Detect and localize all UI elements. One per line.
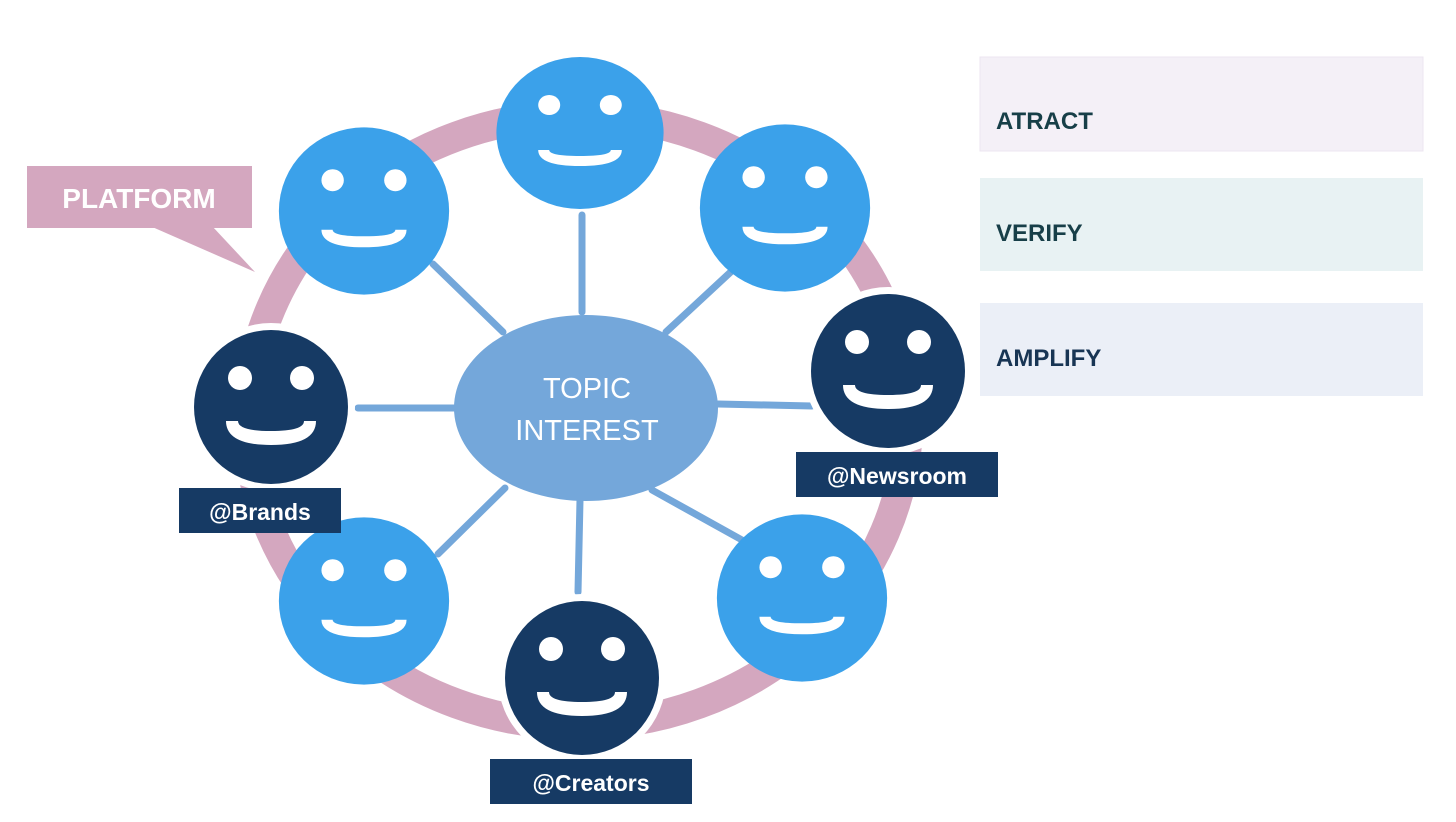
stage-label-verify: VERIFY [996, 220, 1083, 247]
center-label-line1: TOPIC [543, 373, 631, 405]
newsroom-label: @Newsroom [827, 463, 967, 489]
creators-handle: @Creators [490, 759, 692, 804]
spoke-bottom [574, 496, 584, 596]
platform-label: PLATFORM [62, 183, 215, 214]
smiley-face-icon [278, 127, 450, 295]
stage-panel-amplify: AMPLIFY [980, 303, 1423, 396]
smiley-face-icon [716, 514, 888, 682]
newsroom-handle: @Newsroom [796, 452, 998, 497]
stage-label-atract: ATRACT [996, 108, 1093, 135]
platform-callout-box [27, 166, 252, 228]
stage-label-amplify: AMPLIFY [996, 345, 1101, 372]
smiley-face-icon [496, 57, 664, 209]
stage-panel-verify: VERIFY [980, 178, 1423, 271]
brands-label: @Brands [209, 499, 311, 525]
spoke-bottom-right [648, 486, 746, 544]
spoke-top-left [429, 260, 507, 336]
spoke-right [714, 400, 816, 410]
spokes [354, 211, 816, 596]
brands-handle: @Brands [179, 488, 341, 533]
smiley-face-icon [187, 323, 355, 491]
topic-interest-node: TOPIC INTEREST [454, 315, 718, 501]
platform-callout: PLATFORM [27, 166, 255, 272]
smiley-face-icon [498, 594, 666, 762]
center-ellipse [454, 315, 718, 501]
smiley-face-icon [804, 287, 972, 455]
spoke-top-right [662, 264, 739, 336]
smiley-face-icon [699, 124, 871, 292]
center-label-line2: INTEREST [515, 415, 659, 447]
spoke-bottom-left [434, 484, 509, 558]
platform-callout-pointer [150, 226, 255, 272]
creators-label: @Creators [532, 770, 649, 796]
stage-panel-atract: ATRACT [979, 56, 1424, 152]
smiley-face-icon [278, 517, 450, 685]
